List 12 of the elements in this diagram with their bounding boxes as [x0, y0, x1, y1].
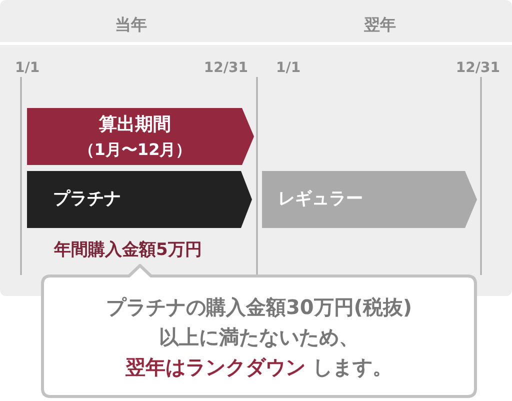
period-range: （1月〜12月）: [78, 139, 192, 161]
date-label: 12/31: [204, 59, 248, 77]
date-label: 1/1: [15, 59, 40, 77]
rank-label: レギュラー: [278, 188, 363, 210]
date-label: 12/31: [456, 59, 500, 77]
rank-label: プラチナ: [53, 188, 121, 210]
purchase-amount-text: 年間購入金額5万円: [54, 239, 202, 261]
year-heading: 当年: [115, 15, 147, 35]
callout-text: プラチナの購入金額30万円(税抜)以上に満たないため、翌年はランクダウン します。: [105, 294, 413, 381]
period-title: 算出期間: [99, 113, 171, 137]
date-label: 1/1: [276, 59, 301, 77]
year-heading: 翌年: [364, 15, 396, 35]
